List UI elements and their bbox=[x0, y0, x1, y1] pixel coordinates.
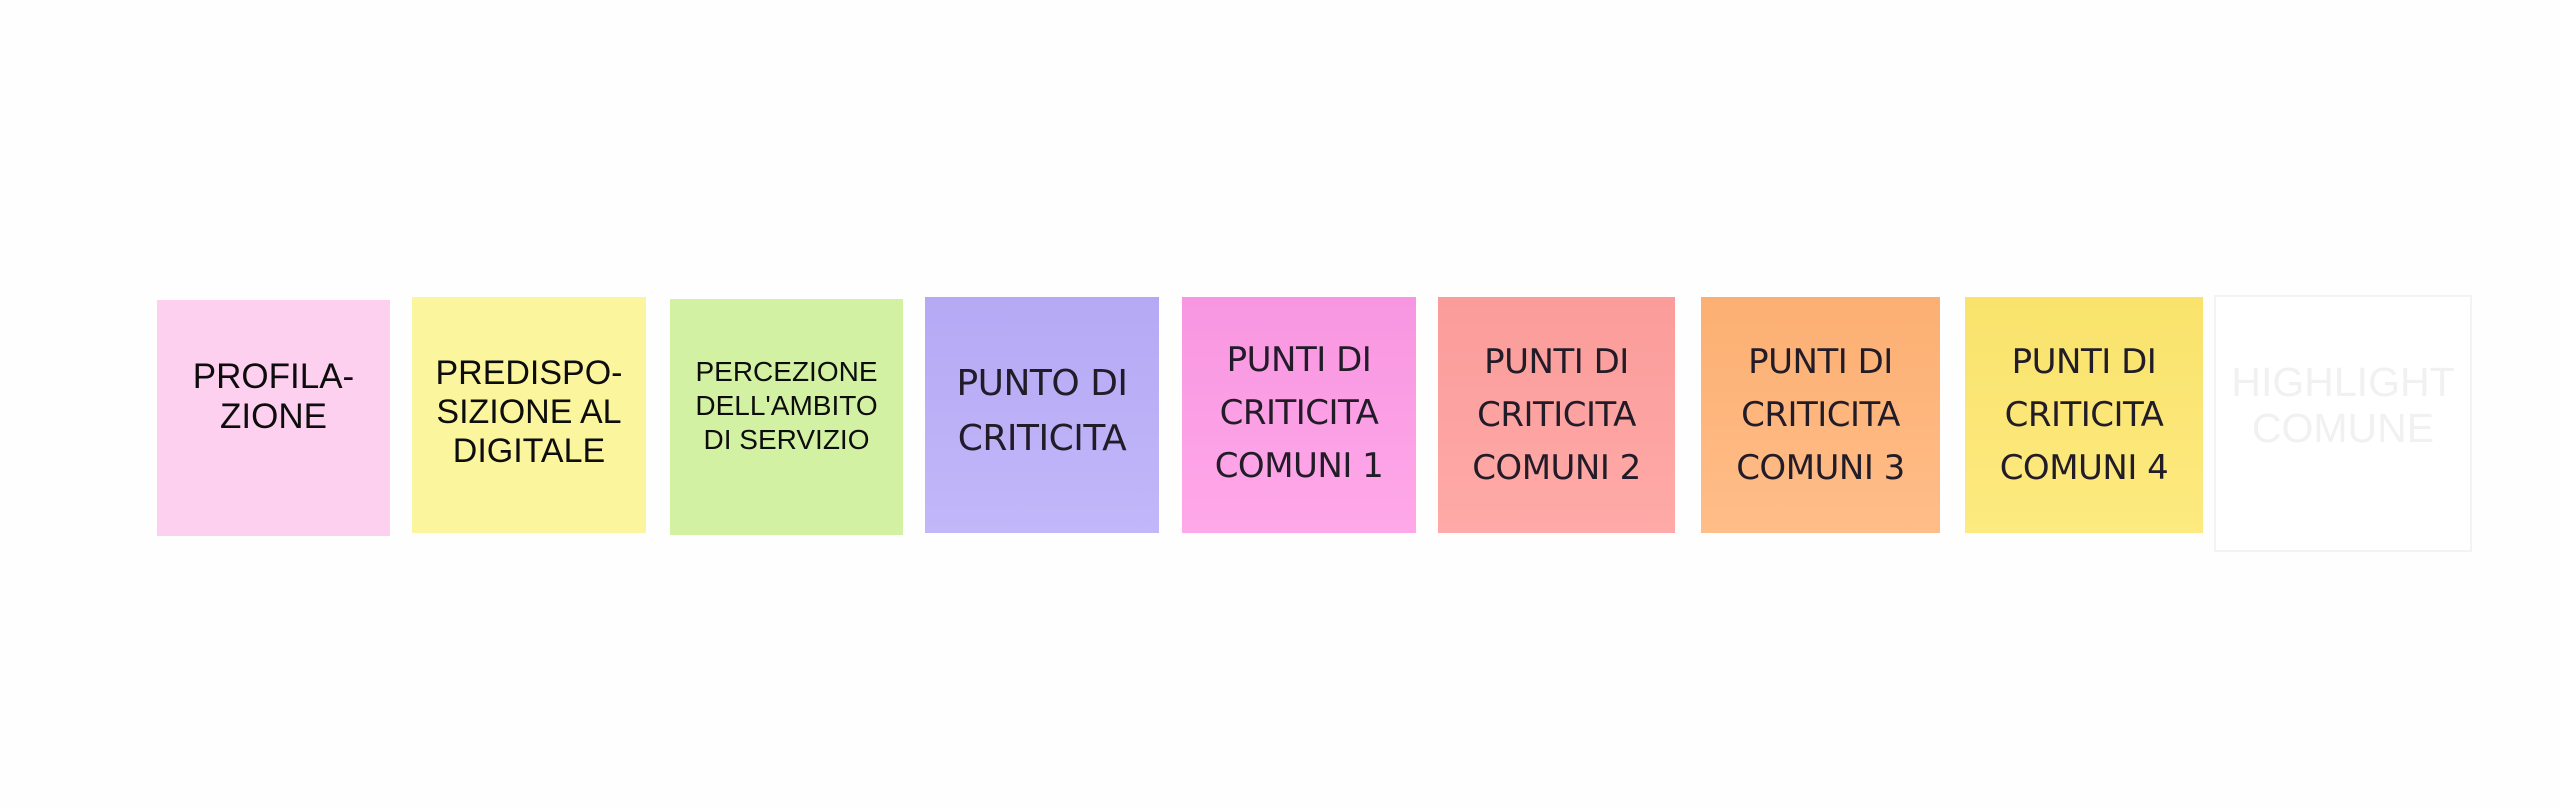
sticky-note-label: PROFILA- ZIONE bbox=[192, 357, 355, 436]
sticky-note-percezione-ambito[interactable]: PERCEZIONE DELL'AMBITO DI SERVIZIO bbox=[670, 299, 903, 535]
sticky-note-criticita-comuni-1[interactable]: PUNTI DI CRITICITA COMUNI 1 bbox=[1182, 297, 1416, 533]
sticky-note-predisposizione-digitale[interactable]: PREDISPO- SIZIONE AL DIGITALE bbox=[412, 297, 646, 533]
sticky-note-criticita-comuni-4[interactable]: PUNTI DI CRITICITA COMUNI 4 bbox=[1965, 297, 2203, 533]
sticky-note-criticita-comuni-3[interactable]: PUNTI DI CRITICITA COMUNI 3 bbox=[1701, 297, 1940, 533]
sticky-note-profilazione[interactable]: PROFILA- ZIONE bbox=[157, 300, 390, 536]
sticky-note-label: PUNTI DI CRITICITA COMUNI 4 bbox=[1999, 341, 2169, 488]
sticky-note-label: PERCEZIONE DELL'AMBITO DI SERVIZIO bbox=[695, 356, 878, 455]
sticky-note-highlight-comune[interactable]: HIGHLIGHT COMUNE bbox=[2214, 295, 2472, 552]
sticky-note-label: PUNTI DI CRITICITA COMUNI 1 bbox=[1214, 339, 1384, 486]
sticky-note-label: PUNTO DI CRITICITA bbox=[956, 363, 1128, 459]
sticky-note-label: PUNTI DI CRITICITA COMUNI 3 bbox=[1736, 341, 1905, 488]
sticky-note-label: HIGHLIGHT COMUNE bbox=[2231, 358, 2455, 451]
sticky-note-label: PUNTI DI CRITICITA COMUNI 2 bbox=[1472, 341, 1641, 488]
sticky-note-label: PREDISPO- SIZIONE AL DIGITALE bbox=[435, 353, 623, 470]
sticky-note-punto-criticita[interactable]: PUNTO DI CRITICITA bbox=[925, 297, 1159, 533]
sticky-note-criticita-comuni-2[interactable]: PUNTI DI CRITICITA COMUNI 2 bbox=[1438, 297, 1675, 533]
